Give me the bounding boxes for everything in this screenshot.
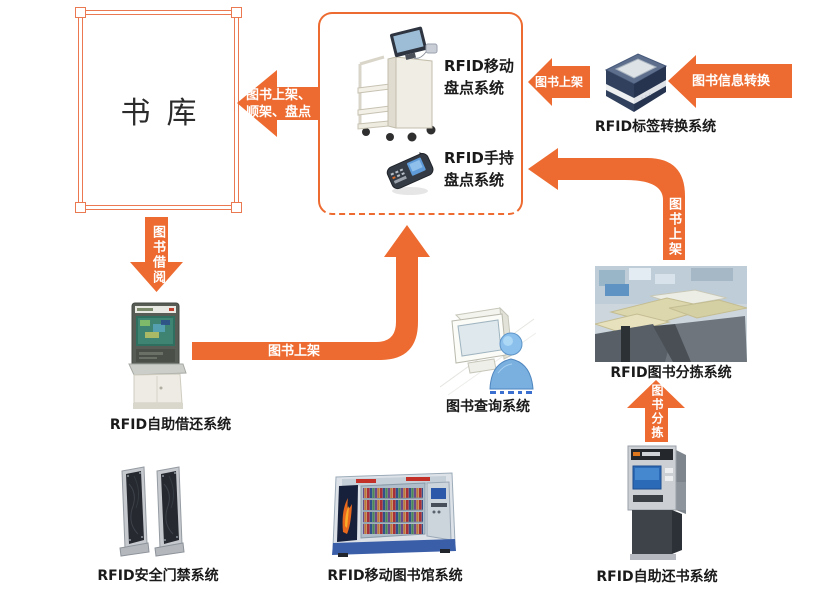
frame-corner-icon	[231, 202, 242, 213]
book-sorter-image	[595, 266, 747, 362]
tag-conversion-label: RFID标签转换系统	[594, 119, 717, 135]
frame-corner-icon	[231, 7, 242, 18]
handheld-inventory-label: RFID手持 盘点系统	[444, 147, 514, 191]
mobile-inventory-label: RFID移动 盘点系统	[444, 55, 514, 99]
inventory-systems-box	[318, 12, 523, 215]
mobile-inventory-label-line2: 盘点系统	[444, 79, 505, 97]
arrow-info-conversion-icon	[668, 55, 792, 108]
self-checkout-label: RFID自助借还系统	[109, 417, 232, 433]
book-sorting-label: RFID图书分拣系统	[610, 365, 732, 381]
book-query-label: 图书查询系统	[446, 399, 530, 415]
arrow-shelving-from-conversion-label: 图书上架	[534, 75, 583, 89]
book-stack-label: 书库	[120, 96, 213, 131]
mobile-library-label: RFID移动图书馆系统	[327, 568, 463, 584]
book-stack-inner-frame	[82, 14, 235, 206]
tag-conversion-device-image	[594, 42, 672, 122]
arrow-sorting-flow-label: 图书分拣	[650, 384, 664, 440]
arrow-shelving-from-checkout-label: 图书上架	[267, 344, 320, 359]
arrow-borrow-label: 图书借阅	[150, 225, 165, 285]
self-checkout-kiosk-image	[125, 300, 187, 410]
mobile-inventory-label-line1: RFID移动	[444, 57, 514, 75]
security-gate-label: RFID安全门禁系统	[97, 568, 219, 584]
arrow-shelving-from-sorting-label: 图书上架	[666, 197, 681, 257]
arrow-shelving-from-sorting-icon	[528, 148, 686, 260]
handheld-reader-image	[380, 144, 438, 198]
handheld-inventory-label-line1: RFID手持	[444, 149, 514, 167]
mobile-library-image	[328, 470, 462, 558]
security-gates-image	[116, 464, 188, 562]
book-stack-box: 书库	[75, 7, 242, 213]
book-cart-image	[350, 24, 440, 144]
arrow-shelving-from-conversion-icon	[528, 58, 590, 106]
arrow-sorting-flow-icon	[627, 380, 685, 442]
arrow-info-conversion-label: 图书信息转换	[691, 74, 770, 89]
handheld-inventory-label-line2: 盘点系统	[444, 171, 505, 189]
arrow-shelving-from-checkout-icon	[192, 225, 430, 360]
frame-corner-icon	[75, 7, 86, 18]
arrow-shelving-to-stack-label: 图书上架、 顺架、盘点	[239, 87, 318, 121]
arrow-label-line: 顺架、盘点	[245, 105, 311, 120]
frame-corner-icon	[75, 202, 86, 213]
self-return-machine-image	[620, 442, 694, 562]
arrow-borrow-icon	[130, 217, 183, 292]
self-return-label: RFID自助还书系统	[596, 569, 718, 585]
arrow-label-line: 图书上架、	[245, 88, 311, 103]
query-terminal-image	[438, 303, 538, 397]
arrow-shelving-to-stack-icon	[237, 70, 320, 137]
